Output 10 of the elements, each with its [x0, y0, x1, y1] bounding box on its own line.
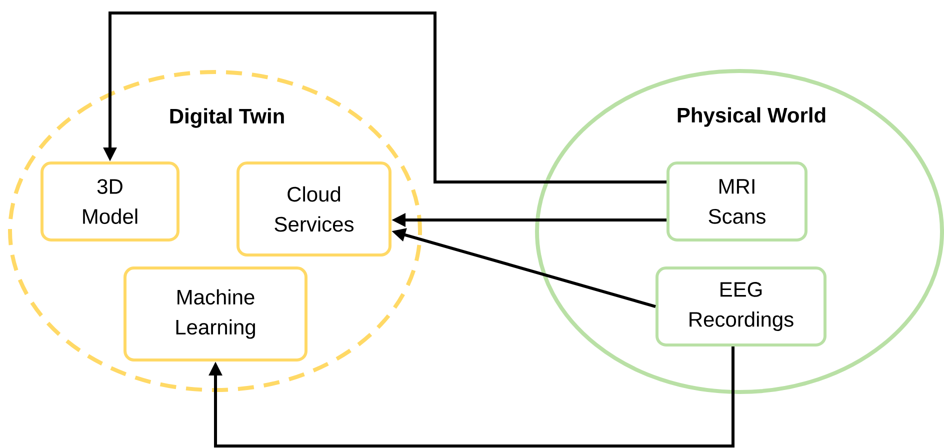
process-box: Cloud Services	[236, 162, 392, 256]
group-ellipse	[535, 69, 944, 394]
group-heading: Physical World	[678, 107, 826, 127]
arrow	[208, 346, 734, 448]
process-box: 3D Model	[40, 162, 180, 242]
process-box: Machine Learning	[124, 266, 308, 362]
process-box: EEG Recordings	[656, 266, 826, 346]
process-box: MRI Scans	[666, 162, 808, 242]
group-ellipse	[8, 70, 422, 392]
group-heading: Digital Twin	[170, 108, 284, 128]
